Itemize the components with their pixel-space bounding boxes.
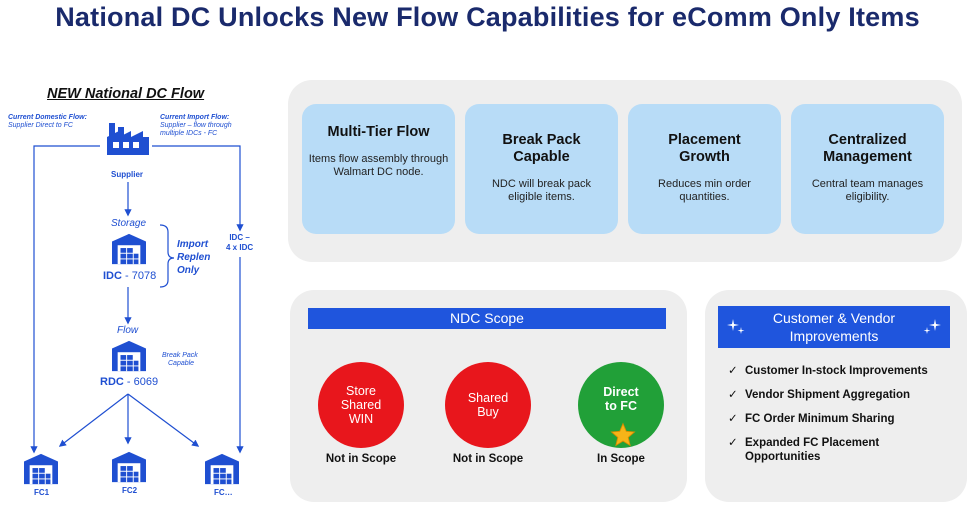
fc1-label: FC1 (34, 488, 50, 497)
ndc-scope-panel: NDC Scope Store Shared WIN Not in Scope … (290, 290, 687, 502)
domestic-flow-line (30, 145, 100, 454)
scope-caption: In Scope (597, 453, 645, 465)
card-title: Multi-Tier Flow (327, 124, 430, 140)
ndc-flow-diagram: NEW National DC Flow Current Domestic Fl… (0, 80, 280, 507)
card-title: Placement Growth (668, 132, 741, 165)
ndc-scope-header: NDC Scope (308, 308, 666, 329)
scope-caption: Not in Scope (452, 453, 524, 465)
check-icon: ✓ (728, 389, 738, 401)
supplier-label: Supplier (111, 170, 144, 179)
import-flow-label: Current Import Flow:Supplier – flow thro… (160, 114, 232, 137)
card-title: Centralized Management (823, 132, 912, 165)
scope-circle-store-shared-win: Store Shared WIN (318, 362, 404, 448)
customer-vendor-header: Customer & Vendor Improvements (718, 306, 950, 348)
scope-circle-direct-to-fc: Direct to FC (578, 362, 664, 448)
flow-label: Flow (117, 325, 139, 336)
card-break-pack-capable: Break Pack Capable NDC will break pack e… (465, 104, 618, 234)
idc-warehouse-icon (110, 232, 148, 266)
sparkle-icon (727, 319, 745, 334)
flow-connectors (30, 145, 244, 454)
import-flow-line (152, 145, 244, 232)
capabilities-panel: Multi-Tier Flow Items flow assembly thro… (288, 80, 962, 262)
supplier-factory-icon (105, 120, 151, 156)
page-title: National DC Unlocks New Flow Capabilitie… (55, 2, 920, 32)
card-title: Break Pack Capable (502, 132, 581, 165)
fc2-warehouse-icon (110, 450, 148, 484)
list-item: ✓Expanded FC Placement Opportunities (728, 437, 880, 463)
card-multi-tier-flow: Multi-Tier Flow Items flow assembly thro… (302, 104, 455, 234)
card-placement-growth: Placement Growth Reduces min order quant… (628, 104, 781, 234)
idc-label: IDC - 7078 (103, 270, 157, 282)
rdc-warehouse-icon (110, 339, 148, 373)
list-item: ✓Vendor Shipment Aggregation (728, 389, 911, 401)
card-desc: Reduces min order quantities. (658, 178, 751, 203)
card-desc: Items flow assembly through Walmart DC n… (308, 153, 449, 178)
list-item: ✓Customer In-stock Improvements (728, 365, 928, 377)
check-icon: ✓ (728, 365, 738, 377)
star-icon (610, 422, 636, 447)
check-icon: ✓ (728, 437, 738, 449)
fc2-label: FC2 (122, 486, 138, 495)
improvements-list: ✓Customer In-stock Improvements ✓Vendor … (728, 364, 948, 474)
card-desc: Central team manages eligibility. (811, 178, 924, 203)
customer-vendor-panel: Customer & Vendor Improvements ✓Customer… (705, 290, 967, 502)
check-icon: ✓ (728, 413, 738, 425)
customer-vendor-title: Customer & Vendor Improvements (772, 310, 896, 344)
rdc-label: RDC - 6069 (100, 376, 159, 388)
domestic-flow-label: Current Domestic Flow:Supplier Direct to… (8, 114, 87, 129)
import-replen-bracket (159, 224, 175, 288)
idc-side-label: IDC –4 x IDC (226, 232, 254, 254)
card-desc: NDC will break pack eligible items. (491, 178, 592, 203)
scope-circle-shared-buy: Shared Buy (445, 362, 531, 448)
fc1-warehouse-icon (22, 452, 60, 486)
fc3-warehouse-icon (203, 452, 241, 486)
fc3-label: FC… (214, 488, 233, 497)
card-centralized-management: Centralized Management Central team mana… (791, 104, 944, 234)
list-item: ✓FC Order Minimum Sharing (728, 413, 895, 425)
rdc-to-fc3-arrow (127, 393, 200, 447)
storage-label: Storage (111, 218, 147, 229)
scope-caption: Not in Scope (325, 453, 397, 465)
sparkle-icon (923, 319, 941, 334)
flow-title: NEW National DC Flow (47, 86, 205, 102)
rdc-to-fc1-arrow (58, 393, 129, 447)
